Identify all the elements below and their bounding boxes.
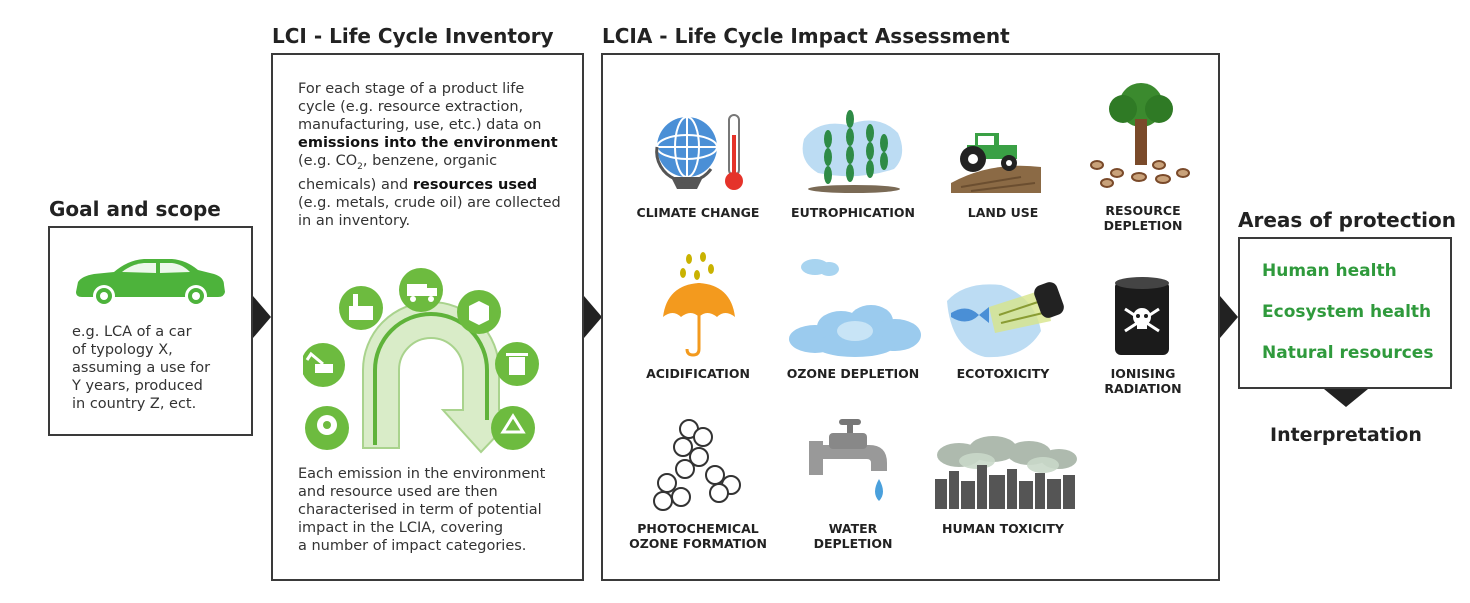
category-label: CLIMATE CHANGE [636, 205, 760, 220]
lci-text-line: impact in the LCIA, covering [298, 520, 504, 536]
category-label: OZONE DEPLETION [786, 366, 920, 381]
umbrella-icon [663, 252, 735, 357]
lci-heading: LCI - Life Cycle Inventory [272, 24, 554, 48]
tractor-icon [951, 133, 1041, 193]
protection-item-human-health: Human health [1262, 261, 1397, 281]
category-land-use: LAND USE [933, 205, 1073, 220]
goal-text-line: assuming a use for [72, 360, 211, 376]
life-cycle-graphic [303, 268, 539, 454]
category-eutrophication: EUTROPHICATION [773, 205, 933, 220]
lci-box: For each stage of a product life cycle (… [271, 53, 584, 581]
lci-text-line: and resource used are then [298, 484, 498, 500]
lci-text-line: chemicals) and [298, 176, 413, 193]
category-label: WATER [828, 521, 878, 536]
category-ozone-depletion: OZONE DEPLETION [773, 366, 933, 381]
lcia-heading: LCIA - Life Cycle Impact Assessment [602, 24, 1010, 48]
lci-paragraph-1: For each stage of a product life cycle (… [298, 80, 561, 230]
recycle-icon [491, 406, 535, 450]
lci-text-line: Each emission in the environment [298, 466, 546, 482]
tree-icon [1090, 83, 1190, 188]
protection-heading: Areas of protection [1238, 208, 1456, 232]
lci-text-line: in an inventory. [298, 212, 411, 229]
truck-icon [399, 268, 443, 312]
lci-text-line: , benzene, organic [362, 153, 498, 169]
category-label: RESOURCE [1105, 203, 1181, 218]
head-icon [305, 406, 349, 450]
lci-text-line: manufacturing, use, etc.) data on [298, 117, 542, 133]
goal-text-line: of typology X, [72, 342, 173, 358]
category-label: EUTROPHICATION [791, 205, 915, 220]
arrow-right-icon [584, 296, 602, 338]
thermometer-icon [725, 114, 743, 190]
category-acidification: ACIDIFICATION [623, 366, 773, 381]
trash-icon [495, 342, 539, 386]
goal-text-line: e.g. LCA of a car [72, 324, 192, 340]
tap-icon [809, 419, 887, 501]
category-label: IONISING [1110, 366, 1176, 381]
category-label: PHOTOCHEMICAL [637, 521, 759, 536]
category-label: OZONE FORMATION [629, 536, 767, 551]
molecule-icon [653, 419, 741, 511]
resources-bold: resources used [412, 176, 538, 193]
category-human-toxicity: HUMAN TOXICITY [933, 521, 1073, 536]
cloud-icon [789, 259, 921, 357]
category-label: DEPLETION [1103, 218, 1183, 233]
protection-box: Human health Ecosystem health Natural re… [1238, 237, 1452, 389]
interpretation-label: Interpretation [1270, 424, 1422, 446]
co2-subscript: 2 [357, 161, 363, 172]
goal-text: e.g. LCA of a car of typology X, assumin… [72, 323, 210, 413]
arrow-right-icon [1220, 296, 1238, 338]
box-icon [457, 290, 501, 334]
lci-text-line: (e.g. CO [298, 153, 358, 169]
category-label: RADIATION [1104, 381, 1182, 396]
factory-icon [339, 286, 383, 330]
excavator-icon [303, 343, 345, 387]
seaweed-icon [802, 110, 903, 193]
category-climate-change: CLIMATE CHANGE [623, 205, 773, 220]
goal-text-line: Y years, produced [72, 378, 203, 394]
lci-text-line: (e.g. metals, crude oil) are collected [298, 194, 561, 211]
category-label: DEPLETION [813, 536, 893, 551]
arrow-right-icon [253, 296, 271, 338]
lci-paragraph-2: Each emission in the environment and res… [298, 465, 545, 555]
lci-text-line: For each stage of a product life [298, 81, 525, 97]
lci-text-line: a number of impact categories. [298, 538, 527, 554]
radiation-barrel-icon [1115, 277, 1169, 355]
category-label: ECOTOXICITY [956, 366, 1050, 381]
lci-text-line: characterised in term of potential [298, 502, 542, 518]
lcia-box: CLIMATE CHANGE EUTROPHICATION LAND USE R… [601, 53, 1220, 581]
category-label: ACIDIFICATION [646, 366, 750, 381]
fish-barrel-icon [947, 282, 1064, 358]
globe-icon [655, 116, 718, 189]
city-smog-icon [935, 436, 1077, 509]
category-label: LAND USE [967, 205, 1039, 220]
goal-heading: Goal and scope [49, 197, 221, 221]
protection-item-ecosystem-health: Ecosystem health [1262, 302, 1432, 322]
protection-item-natural-resources: Natural resources [1262, 343, 1434, 363]
goal-text-line: in country Z, ect. [72, 396, 197, 412]
goal-box: e.g. LCA of a car of typology X, assumin… [48, 226, 253, 436]
lci-text-line: cycle (e.g. resource extraction, [298, 99, 524, 115]
car-icon [76, 259, 225, 307]
category-ecotoxicity: ECOTOXICITY [933, 366, 1073, 381]
arrow-down-icon [1324, 389, 1368, 407]
category-label: HUMAN TOXICITY [942, 521, 1064, 536]
emissions-bold: emissions into the environment [298, 135, 558, 151]
